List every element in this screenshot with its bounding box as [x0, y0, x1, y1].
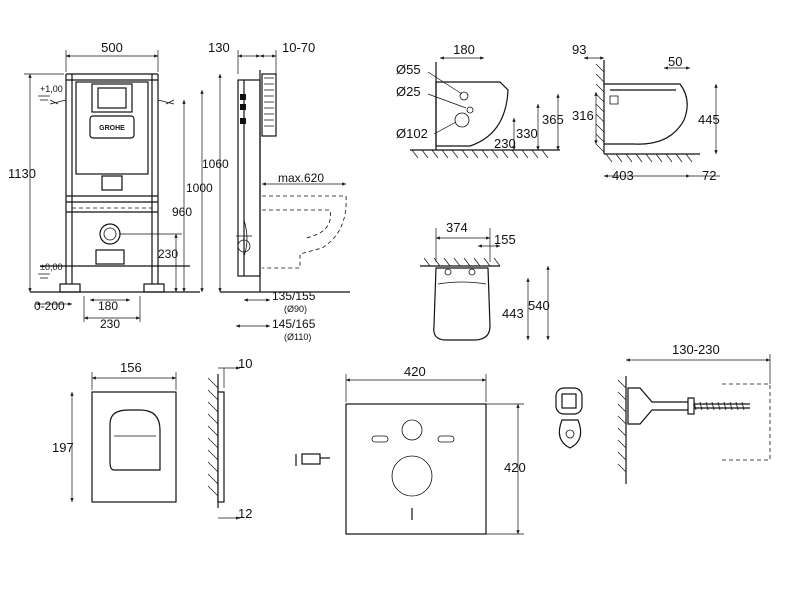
dim-pipe-b: 145/165 — [272, 317, 316, 331]
installation-side-view — [220, 70, 350, 293]
seat-top-dimensions: 374 155 443 540 — [435, 220, 550, 340]
level-plus-one: +1,00 — [40, 84, 63, 94]
brand-logo: GROHE — [99, 125, 125, 132]
dim-pad-width-420: 420 — [404, 364, 426, 379]
dim-plate-197: 197 — [52, 440, 74, 455]
dim-height-1130: 1130 — [8, 166, 36, 181]
bowl-front-dimensions: 180 Ø55 Ø25 Ø102 365 330 230 — [396, 42, 564, 151]
dim-depth-130: 130 — [208, 40, 230, 55]
fixing-bolt-small — [295, 453, 330, 466]
level-zero: ±0,00 — [40, 262, 62, 272]
dim-spacing-230: 230 — [100, 317, 120, 331]
dim-w374: 374 — [446, 220, 468, 235]
dim-pipe-a-note: (Ø90) — [284, 304, 307, 314]
dim-d72: 72 — [702, 168, 716, 183]
dim-range-0-200: 0-200 — [34, 299, 65, 313]
dim-d102: Ø102 — [396, 126, 428, 141]
bowl-side-dimensions: 93 50 316 445 403 72 — [572, 42, 720, 183]
dim-d180: 180 — [453, 42, 475, 57]
dim-plate-10: 10 — [238, 356, 252, 371]
bolt-dimensions: 130-230 — [626, 342, 771, 384]
dim-d93: 93 — [572, 42, 586, 57]
dim-pipe-b-note: (Ø110) — [284, 332, 311, 342]
dim-h1000: 1000 — [186, 181, 213, 195]
dim-pad-height-420: 420 — [504, 460, 526, 475]
dim-d50: 50 — [668, 54, 682, 69]
dim-outlet-230: 230 — [158, 247, 178, 261]
dim-spacing-180: 180 — [98, 299, 118, 313]
dim-h960: 960 — [172, 205, 192, 219]
seat-top-view — [420, 257, 501, 341]
dim-w155: 155 — [494, 232, 516, 247]
dim-width-500: 500 — [101, 40, 123, 55]
dim-d55: Ø55 — [396, 62, 421, 77]
dim-h445: 445 — [698, 112, 720, 127]
flush-plate-dimensions: 156 197 — [52, 360, 177, 502]
dim-w403: 403 — [612, 168, 634, 183]
installation-frame-front: GROHE — [30, 73, 200, 293]
side-view-dimensions: 130 10-70 1060 1000 960 max.620 135/155 … — [172, 40, 346, 342]
bowl-side-view — [595, 60, 700, 163]
wall-bracket — [555, 387, 583, 449]
sound-pad-dimensions: 420 420 — [345, 364, 526, 535]
flush-plate-front — [91, 391, 177, 503]
frame-dimensions: 500 1130 +1,00 ±0,00 0-200 180 230 230 — [8, 40, 182, 331]
dim-max-620: max.620 — [278, 171, 324, 185]
dim-plate-156: 156 — [120, 360, 142, 375]
dim-h365: 365 — [542, 112, 564, 127]
fixing-bolt-long — [617, 376, 771, 484]
dim-bolt-range: 130-230 — [672, 342, 720, 357]
sound-insulation-pad — [345, 403, 487, 535]
dim-h1060: 1060 — [202, 157, 229, 171]
dim-plate-12: 12 — [238, 506, 252, 521]
dim-h330: 330 — [516, 126, 538, 141]
flush-plate-side: 10 12 — [207, 356, 252, 521]
dim-d25: Ø25 — [396, 84, 421, 99]
dim-h443: 443 — [502, 306, 524, 321]
dim-h540: 540 — [528, 298, 550, 313]
dim-h230: 230 — [494, 136, 516, 151]
dim-h316: 316 — [572, 108, 594, 123]
dim-pipe-a: 135/155 — [272, 289, 316, 303]
bowl-front-view — [410, 62, 560, 159]
dim-wall-10-70: 10-70 — [282, 40, 315, 55]
